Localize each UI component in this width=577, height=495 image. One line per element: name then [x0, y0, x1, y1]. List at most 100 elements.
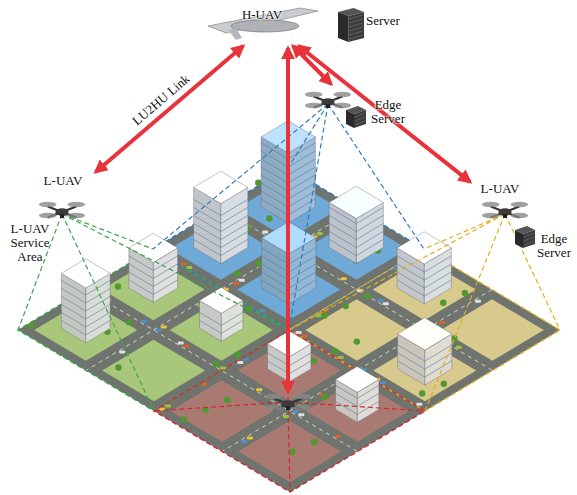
- coverage-line: [425, 214, 505, 411]
- car: [165, 404, 171, 407]
- node-label: Edge Server: [366, 98, 410, 126]
- coverage-line: [62, 214, 289, 330]
- lu2hu-link-arrow: [299, 46, 470, 182]
- uav-node: H-UAV: [215, 0, 325, 46]
- coverage-line: [289, 104, 328, 330]
- car: [181, 263, 187, 266]
- server-icon: [515, 226, 535, 248]
- node-label: Edge Server: [532, 232, 576, 260]
- quadcopter-icon: [265, 394, 311, 411]
- node-label: L-UAV: [34, 174, 92, 188]
- tree: [289, 449, 295, 455]
- building: [129, 233, 178, 302]
- car: [335, 435, 341, 438]
- text-label: L-UAV Service Area: [2, 222, 58, 264]
- car: [155, 329, 161, 332]
- car: [237, 361, 243, 364]
- tree: [126, 319, 132, 325]
- building: [194, 171, 248, 263]
- car: [243, 358, 249, 361]
- tree: [321, 312, 327, 318]
- coverage-line: [289, 214, 505, 330]
- tree: [332, 348, 338, 354]
- city-block: [441, 299, 544, 361]
- tree: [311, 439, 317, 445]
- city-block: [238, 421, 341, 483]
- coverage-line: [62, 214, 154, 411]
- tree: [266, 215, 272, 221]
- text-label: Server: [366, 14, 416, 28]
- tree: [234, 270, 240, 276]
- car: [317, 232, 323, 235]
- tree: [441, 381, 447, 387]
- car: [259, 309, 265, 312]
- car: [338, 356, 344, 359]
- coverage-line: [154, 402, 288, 411]
- node-label: H-UAV: [237, 8, 287, 22]
- tree: [419, 390, 425, 396]
- tree: [181, 416, 187, 422]
- car: [456, 346, 462, 349]
- tree: [234, 351, 240, 357]
- car: [119, 351, 125, 354]
- car: [141, 320, 147, 323]
- lu2hu-link-arrow: [96, 46, 243, 172]
- coverage-line: [288, 402, 425, 411]
- car: [298, 413, 304, 416]
- tree: [364, 293, 370, 299]
- car: [239, 279, 245, 282]
- car: [301, 334, 307, 337]
- car: [293, 410, 299, 413]
- car: [201, 383, 207, 386]
- car: [439, 321, 445, 324]
- tree: [440, 300, 446, 306]
- car: [341, 277, 347, 280]
- car: [186, 266, 192, 269]
- illustration-parts: [18, 8, 560, 492]
- tree: [310, 358, 316, 364]
- server-icon: [346, 106, 366, 128]
- node-label: L-UAV: [470, 182, 530, 196]
- car: [178, 341, 184, 344]
- server-icon: [338, 8, 364, 42]
- car: [380, 381, 386, 384]
- tree: [343, 303, 349, 309]
- city-block: [102, 340, 205, 402]
- city-block: [305, 299, 408, 361]
- coverage-line: [288, 402, 290, 492]
- building: [61, 259, 110, 343]
- uav-node: L-UAV Edge Server: [470, 180, 576, 268]
- car: [233, 282, 239, 285]
- car: [241, 440, 247, 443]
- edge-label: LU2HU Link: [130, 72, 193, 128]
- car: [161, 326, 167, 329]
- building: [329, 186, 383, 263]
- ground-link-arrow: [286, 48, 290, 392]
- tree: [115, 364, 121, 370]
- tree: [213, 361, 219, 367]
- quadcopter-icon: [305, 92, 351, 109]
- tree: [255, 180, 261, 186]
- uav-node: Edge Server: [302, 84, 410, 134]
- car: [262, 230, 268, 233]
- car: [475, 300, 481, 303]
- tree: [115, 283, 121, 289]
- tree: [256, 261, 262, 267]
- city-block: [170, 380, 273, 442]
- tree: [451, 335, 457, 341]
- car: [183, 345, 189, 348]
- car: [377, 299, 383, 302]
- tree: [321, 393, 327, 399]
- tree: [224, 397, 230, 403]
- car: [220, 367, 226, 370]
- car: [256, 388, 262, 391]
- car: [283, 415, 289, 418]
- uav-node: L-UAV: [28, 172, 98, 228]
- car: [247, 437, 253, 440]
- car: [383, 302, 389, 305]
- building: [398, 318, 452, 385]
